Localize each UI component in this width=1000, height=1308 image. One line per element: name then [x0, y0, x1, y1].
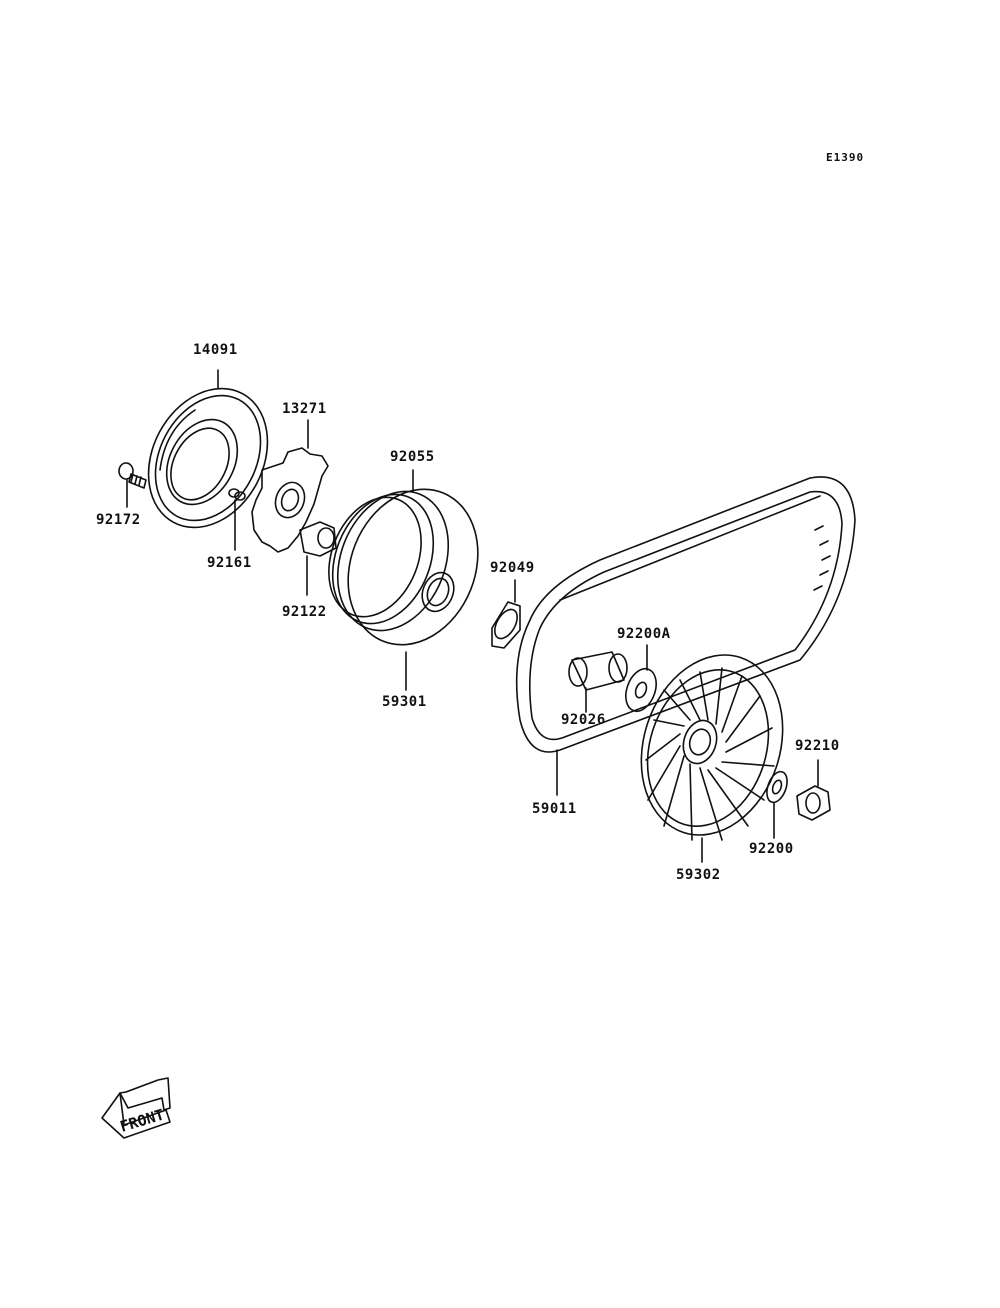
washer-92200 — [766, 770, 788, 839]
diagram-code: E1390 — [826, 151, 865, 164]
part-label-14091: 14091 — [193, 342, 238, 358]
front-arrow-icon — [101, 1077, 171, 1139]
part-label-92172: 92172 — [96, 512, 141, 528]
part-label-92161: 92161 — [207, 555, 252, 571]
part-label-92210: 92210 — [795, 738, 840, 754]
part-label-59302: 59302 — [676, 867, 721, 883]
part-label-92122: 92122 — [282, 604, 327, 620]
pin-92161 — [228, 488, 246, 551]
part-label-59011: 59011 — [532, 801, 577, 817]
part-label-92049: 92049 — [490, 560, 535, 576]
part-label-92200: 92200 — [749, 841, 794, 857]
ramp-plate-13271 — [251, 419, 329, 553]
part-label-13271: 13271 — [282, 401, 327, 417]
weight-roller-92122 — [299, 521, 337, 596]
part-label-92026: 92026 — [561, 712, 606, 728]
collar-92049 — [491, 579, 521, 649]
part-label-92055: 92055 — [390, 449, 435, 465]
v-belt-59011 — [515, 476, 856, 796]
fan-face-59302 — [640, 654, 784, 863]
nut-92210 — [796, 759, 831, 821]
drive-pulley-59301 — [328, 469, 479, 691]
cover-plate-14091 — [147, 369, 269, 529]
part-label-59301: 59301 — [382, 694, 427, 710]
sleeve-92026 — [568, 651, 628, 713]
part-label-92200A: 92200A — [617, 626, 671, 642]
bolt-92172 — [118, 462, 147, 508]
washer-92200A — [625, 644, 657, 713]
